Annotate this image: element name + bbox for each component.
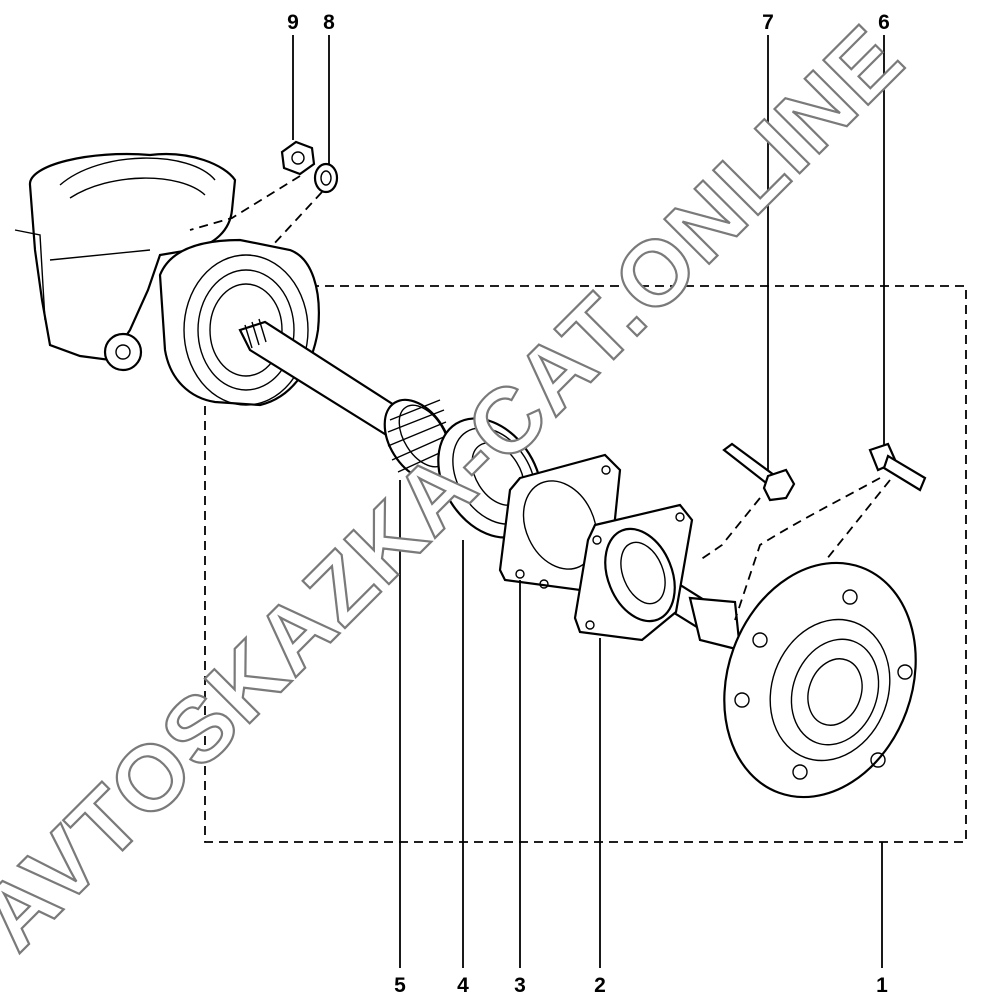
part-9-nut (280, 140, 316, 176)
assembly-line-stud-2 (825, 479, 891, 561)
part-7-bolt (722, 442, 796, 502)
callout-5: 5 (394, 974, 406, 997)
callout-4: 4 (457, 974, 469, 997)
callout-8: 8 (323, 11, 335, 34)
callout-2: 2 (594, 974, 606, 997)
part-1-hub-flange (723, 561, 917, 799)
callout-3: 3 (514, 974, 526, 997)
callout-7: 7 (762, 11, 774, 34)
assembly-line-bolt (699, 497, 761, 561)
assembly-line-stud (734, 477, 881, 621)
part-2-retainer-plate (573, 503, 694, 642)
part-8-washer (313, 162, 339, 194)
part-6-stud (868, 442, 927, 492)
callout-6: 6 (878, 11, 890, 34)
assembly-line-nut (189, 175, 301, 231)
callout-9: 9 (287, 11, 299, 34)
assembly-line-washer (271, 191, 323, 247)
callout-1: 1 (876, 974, 888, 997)
assembly-boundary (204, 285, 967, 843)
